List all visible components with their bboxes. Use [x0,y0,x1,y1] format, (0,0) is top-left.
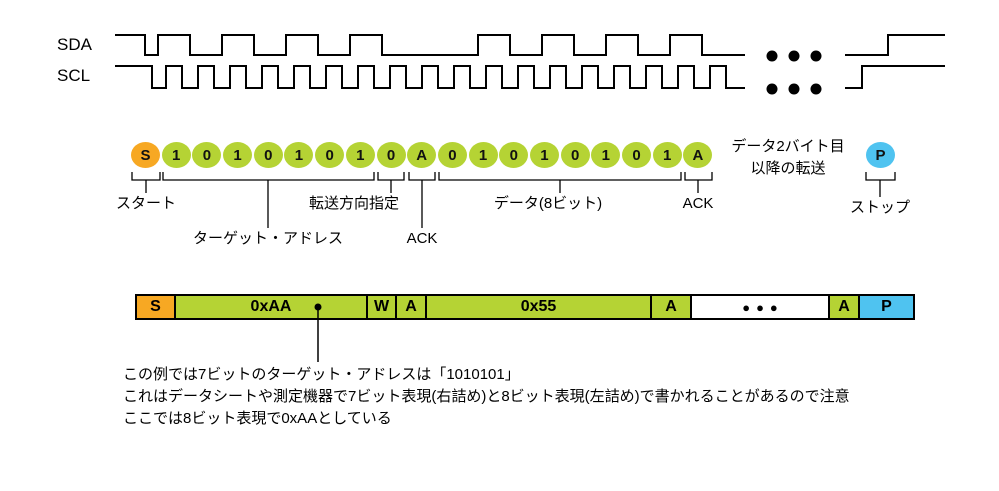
address-bit-2: 0 [192,142,222,168]
footnote-line2: これはデータシートや測定機器で7ビット表現(右詰め)と8ビット表現(左詰め)で書… [123,388,850,405]
data-bit-8: 1 [652,142,682,168]
seg-ack-3: A [828,294,860,320]
label-direction: 転送方向指定 [308,195,399,212]
seg-data: 0x55 [425,294,652,320]
footnotes: この例では7ビットのターゲット・アドレスは「1010101」 これはデータシート… [123,364,850,430]
label-start: スタート [115,195,177,212]
label-target-address: ターゲット・アドレス [192,230,344,247]
ack-token-1: A [407,142,437,168]
data-bit-7: 0 [622,142,651,168]
address-bit-3: 1 [223,142,253,168]
sda-waveform [115,34,745,56]
start-token: S [131,142,160,168]
data-bit-1: 0 [437,142,467,168]
data-bit-6: 1 [591,142,621,168]
address-bit-4: 0 [253,142,283,168]
stop-token: P [866,142,895,168]
brace-data [438,172,682,193]
sda-waveform-right [845,34,945,56]
footnote-line1: この例では7ビットのターゲット・アドレスは「1010101」 [123,366,520,383]
seg-ack-2: A [650,294,692,320]
label-stop: ストップ [849,199,911,216]
rw-bit: 0 [376,142,406,168]
data-bit-2: 1 [468,142,498,168]
scl-waveform-right [845,65,945,89]
seg-write-bit: W [366,294,397,320]
sda-label: SDA [57,35,92,54]
address-bit-1: 1 [161,142,191,168]
brace-stop [865,172,896,197]
ack-token-2: A [683,142,713,168]
brace-start [131,172,161,193]
scl-waveform [115,65,745,89]
data-bit-5: 0 [560,142,590,168]
seg-start: S [135,294,176,320]
footnote-line3: ここでは8ビット表現で0xAAとしている [123,410,392,427]
seg-ack-1: A [395,294,427,320]
seg-stop: P [858,294,915,320]
next-bytes-note-line2: 以降の転送 [750,160,826,177]
data-bit-4: 1 [529,142,559,168]
brace-ack-2 [684,172,713,193]
label-ack-2: ACK [682,195,714,212]
address-bit-7: 1 [345,142,375,168]
scl-ellipsis-dots [766,83,822,95]
next-bytes-note: データ2バイト目 以降の転送 [731,136,844,180]
brace-ack-1 [408,172,436,228]
label-data: データ(8ビット) [493,195,603,212]
scl-label: SCL [57,66,91,85]
data-bit-3: 0 [499,142,529,168]
address-bit-5: 1 [284,142,314,168]
seg-continuation: ●●● [690,294,830,320]
sda-ellipsis-dots [766,50,822,62]
label-ack-1: ACK [406,230,438,247]
address-bit-6: 0 [315,142,345,168]
stop-token-host: P [866,142,895,168]
next-bytes-note-line1: データ2バイト目 [731,138,845,155]
seg-address: 0xAA [174,294,368,320]
brace-write [377,172,405,193]
